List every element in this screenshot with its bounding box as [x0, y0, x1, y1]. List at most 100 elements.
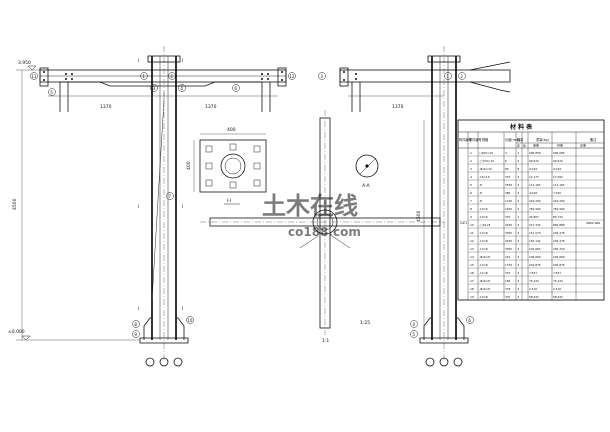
- table-cell-total-weight: 7.930: [553, 191, 561, 195]
- table-cell-unit-weight: 4.018: [529, 191, 537, 195]
- table-cell-part-no: 1: [470, 151, 472, 155]
- table-cell-total-weight: 293.478: [553, 239, 565, 243]
- svg-text:8: 8: [134, 322, 137, 327]
- table-cell-length: 3350: [505, 231, 512, 235]
- svg-text:10: 10: [187, 318, 193, 323]
- material-table-title: 材 料 表: [509, 123, 533, 131]
- left-height-dim: 4500: [12, 198, 18, 210]
- table-header-cell: 长度(mm): [505, 137, 520, 142]
- table-cell-spec: -10×8: [479, 231, 488, 235]
- table-cell-unit-weight: 75.434: [529, 279, 539, 283]
- table-cell-unit-weight: 114.165: [529, 183, 541, 187]
- right-height-dim: 4500: [416, 210, 422, 222]
- svg-text:5: 5: [412, 332, 415, 337]
- table-cell-part-no: 10: [470, 223, 474, 227]
- svg-text:3: 3: [320, 74, 323, 79]
- table-cell-length: 4: [505, 151, 507, 155]
- table-cell-total-weight: 296.085: [553, 151, 565, 155]
- table-cell-total-weight: 9.019: [553, 167, 561, 171]
- table-cell-length: 3350: [505, 247, 512, 251]
- table-cell-length: 370: [505, 295, 511, 299]
- table-cell-spec: -□10×8: [479, 223, 491, 227]
- table-cell-qty: 1: [518, 151, 520, 155]
- table-cell-total-weight: 17.692: [553, 175, 563, 179]
- left-span-dim-l: 1370: [100, 104, 112, 110]
- table-cell-total-weight: 75.434: [553, 279, 563, 283]
- table-cell-unit-weight: 58.632: [529, 295, 539, 299]
- table-cell-spec: -8: [479, 199, 482, 203]
- material-table-member-no: GZ1: [460, 221, 467, 225]
- pin-outer-circle: [355, 154, 379, 178]
- table-cell-part-no: 2: [470, 159, 472, 163]
- material-table-headers: 构件编号零件编号规格长度(mm)数量重量(kg)备注正反单重共重总重: [459, 132, 604, 300]
- table-cell-spec: □200×10: [479, 151, 493, 155]
- base-plate-center-hole: [220, 153, 246, 179]
- svg-text:7: 7: [168, 194, 171, 199]
- table-header-cell: 规格: [482, 137, 489, 142]
- left-endplate-r: [277, 67, 287, 87]
- table-cell-spec: -12×8: [479, 271, 488, 275]
- svg-text:3: 3: [152, 86, 155, 91]
- base-plate-height: 400: [186, 161, 192, 170]
- table-cell-unit-weight: 12.173: [529, 175, 539, 179]
- table-cell-unit-weight: 106.666: [529, 255, 541, 259]
- left-section-mark-f: I: [182, 306, 183, 312]
- table-cell-qty: 4: [518, 223, 520, 227]
- right-base-plate: [419, 337, 469, 344]
- table-cell-length: 370: [505, 215, 511, 219]
- table-cell-spec: -Φ16×8: [479, 287, 490, 291]
- table-cell-unit-weight: 234.876: [529, 263, 541, 267]
- svg-text:4: 4: [180, 86, 183, 91]
- left-beam-haunch: [60, 81, 262, 87]
- left-axis-bubble-1: [145, 357, 155, 367]
- table-cell-total-weight: 224.290: [553, 199, 565, 203]
- pin-detail-label: A-A: [362, 183, 371, 189]
- table-cell-unit-weight: 9.019: [529, 167, 537, 171]
- left-section-mark-c: I: [138, 204, 139, 210]
- table-cell-length: 1740: [505, 199, 512, 203]
- left-section-mark-d: I: [182, 204, 183, 210]
- table-cell-unit-weight: 2.516: [529, 287, 537, 291]
- watermark: 土木在线 co188.com: [262, 192, 361, 239]
- table-cell-part-no: 8: [470, 207, 472, 211]
- table-cell-unit-weight: 44.867: [529, 215, 539, 219]
- table-cell-spec: -Φ16×10: [479, 167, 492, 171]
- table-cell-length: 80: [505, 167, 509, 171]
- table-cell-spec: -10×6: [479, 207, 488, 211]
- table-cell-total-weight: 89.734: [553, 215, 563, 219]
- table-cell-qty: 4: [518, 271, 520, 275]
- table-cell-qty: 4: [518, 279, 520, 283]
- table-cell-part-no: 4: [470, 175, 472, 179]
- base-plate-stiffeners: [205, 143, 261, 189]
- material-table: 材 料 表 构件编号零件编号规格长度(mm)数量重量(kg)备注正反单重共重总重…: [457, 119, 605, 301]
- table-cell-unit-weight: 99.910: [529, 159, 539, 163]
- table-cell-part-no: 3: [470, 167, 472, 171]
- table-cell-qty: 4: [518, 255, 520, 259]
- table-cell-spec: -Φ16×8: [479, 279, 490, 283]
- svg-text:2: 2: [170, 74, 173, 79]
- table-cell-length: 376: [505, 271, 511, 275]
- left-level-base: ±0.000: [8, 329, 25, 335]
- table-header-cell: 备注: [590, 137, 597, 142]
- left-section-mark-b: I: [182, 58, 183, 64]
- table-cell-total-weight: 226.666: [553, 255, 565, 259]
- table-subheader-cell: 反: [523, 143, 526, 148]
- table-cell-part-no: 16: [470, 271, 474, 275]
- right-frame-elevation: 1370 4500 1 2 3 4 5 6: [318, 46, 511, 367]
- table-header-cell: 数量: [517, 137, 524, 142]
- table-header-cell: 构件编号: [459, 137, 472, 142]
- svg-text:5: 5: [50, 90, 53, 95]
- table-cell-spec: -10×8: [479, 263, 488, 267]
- svg-text:6: 6: [468, 318, 471, 323]
- base-plate-width: 400: [227, 127, 236, 133]
- svg-text:4: 4: [412, 322, 415, 327]
- material-table-total-weight: 4862.960: [586, 221, 600, 225]
